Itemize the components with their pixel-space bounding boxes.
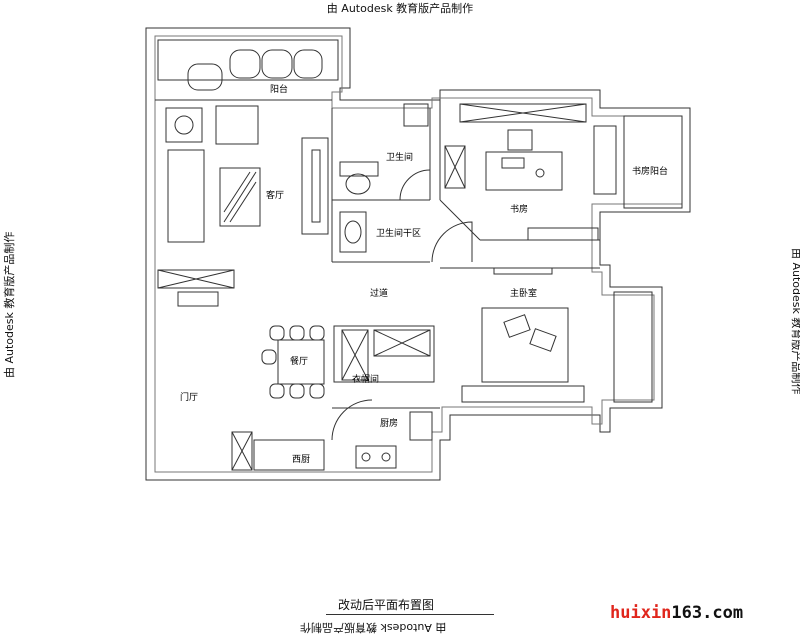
room-corridor: 过道 <box>370 287 388 299</box>
closet-area <box>333 325 435 383</box>
pillow <box>503 314 531 338</box>
room-western-kitchen: 西厨 <box>292 454 310 465</box>
balcony-chair-2 <box>229 49 261 79</box>
closet-shelf-2 <box>373 329 431 357</box>
balcony-chair-3 <box>261 49 293 79</box>
coffee-table <box>219 167 261 227</box>
dry-area-door-arc <box>431 221 473 263</box>
shoe-cabinet <box>157 269 235 289</box>
sofa <box>167 149 205 243</box>
dining-chair-end <box>261 349 277 365</box>
caption-underline <box>326 614 494 615</box>
foyer-bench <box>177 291 219 307</box>
room-bathroom-dry: 卫生间干区 <box>376 227 421 239</box>
laptop-icon <box>501 157 525 169</box>
tv-cabinet <box>165 107 203 143</box>
room-kitchen: 厨房 <box>380 417 398 429</box>
plant-icon <box>174 115 194 135</box>
armchair <box>215 105 259 145</box>
outer-wall-inner <box>154 35 683 473</box>
room-balcony: 阳台 <box>270 83 288 95</box>
closet-shelf <box>341 329 369 381</box>
site-logo-black: 163.com <box>671 603 744 623</box>
dining-chair <box>269 325 285 341</box>
kitchen-sink <box>409 411 433 441</box>
desk <box>485 151 563 191</box>
wash-basin <box>339 211 367 253</box>
study-shelf <box>593 125 617 195</box>
pillow-2 <box>529 328 557 352</box>
bedroom-balcony <box>613 291 653 403</box>
coffee-table-hatch <box>223 171 257 223</box>
bathroom-door-arc <box>399 169 431 201</box>
western-kitchen-counter <box>253 439 325 471</box>
room-study: 书房 <box>510 203 528 215</box>
room-living-room: 客厅 <box>266 189 284 201</box>
room-dining: 餐厅 <box>290 355 308 367</box>
balcony-rail <box>157 39 339 81</box>
balcony-chair <box>187 63 223 91</box>
bookcase <box>459 103 587 123</box>
burner-icon <box>361 452 371 462</box>
wardrobe-rail <box>493 267 553 275</box>
balcony-chair-4 <box>293 49 323 79</box>
site-logo: huixin163.com <box>610 603 743 623</box>
study-balcony-area <box>623 115 683 209</box>
watermark-top: 由 Autodesk 教育版产品制作 <box>326 2 474 15</box>
room-foyer: 门厅 <box>180 391 198 403</box>
study-bench <box>527 227 599 241</box>
room-bathroom: 卫生间 <box>386 151 413 163</box>
drawing-caption: 改动后平面布置图 <box>338 598 435 612</box>
stove <box>355 445 397 469</box>
bedside-cabinets <box>461 385 585 403</box>
tv-screen <box>311 149 321 223</box>
desk-lamp-icon <box>535 168 545 178</box>
fridge <box>231 431 253 471</box>
double-bed <box>481 307 569 383</box>
shower <box>403 103 429 127</box>
outer-wall <box>145 27 691 481</box>
sink-icon <box>344 220 362 244</box>
toilet-icon <box>345 173 371 195</box>
desk-chair <box>507 129 533 151</box>
room-closet: 衣帽间 <box>352 373 379 385</box>
room-master-bedroom: 主卧室 <box>510 287 537 299</box>
study-cabinet <box>444 145 466 189</box>
room-study-balcony: 书房阳台 <box>632 165 668 177</box>
kitchen-door-arc <box>331 399 373 441</box>
tv-unit <box>301 137 329 235</box>
toilet-tank <box>339 161 379 177</box>
site-logo-red: huixin <box>610 603 672 623</box>
